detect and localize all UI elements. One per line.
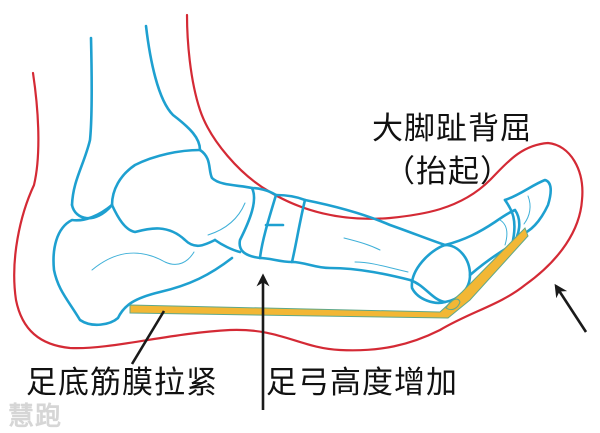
watermark-logo: 慧跑 [8, 402, 63, 432]
label-toe-lift: （抬起） [384, 154, 512, 190]
annotation-arrows [130, 273, 588, 410]
plantar-fascia [129, 227, 529, 319]
label-plantar-fascia: 足底筋膜拉紧 [26, 365, 218, 401]
toe-arrow [554, 283, 588, 333]
skin-outline [13, 13, 584, 352]
label-arch-height: 足弓高度增加 [266, 365, 458, 401]
label-toe-dorsiflexion: 大脚趾背屈 [372, 111, 532, 147]
foot-bones [52, 24, 552, 327]
plantar-fascia-pointer [130, 310, 166, 365]
